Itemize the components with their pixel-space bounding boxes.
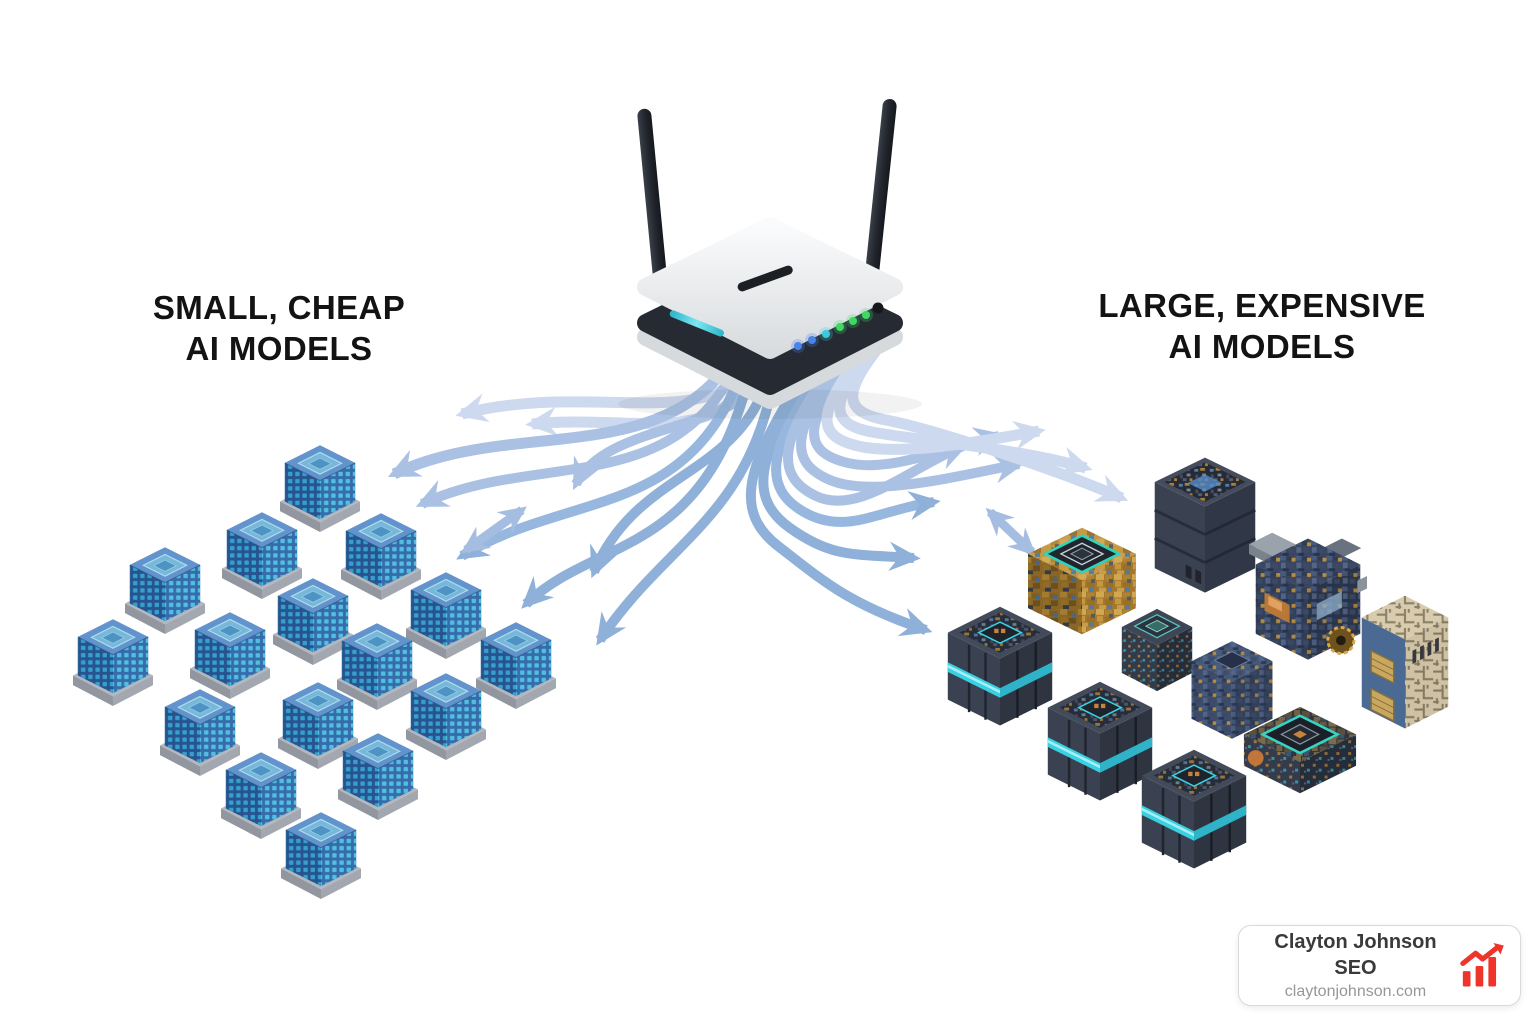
flow-arrow — [771, 373, 941, 527]
router-status-led — [862, 311, 870, 319]
routing-arrows-right — [745, 337, 1129, 637]
router-status-led — [794, 342, 802, 350]
flow-arrow — [834, 343, 1093, 476]
small-blue-model-cube — [73, 618, 153, 706]
flow-arrow — [783, 367, 970, 506]
flow-arrow-double — [985, 507, 1037, 557]
branding-card: Clayton Johnson SEO claytonjohnson.com — [1238, 925, 1521, 1006]
dark-mid-cube — [1190, 640, 1274, 740]
right-cluster-label: LARGE, EXPENSIVE AI MODELS — [1086, 285, 1438, 367]
flow-arrow-double — [461, 506, 527, 554]
flow-arrow — [595, 386, 777, 646]
flow-arrow — [521, 378, 753, 609]
router-status-led — [836, 323, 844, 331]
router-power-button — [872, 302, 884, 314]
branding-title: Clayton Johnson SEO — [1274, 931, 1437, 979]
flow-arrow — [847, 337, 1129, 504]
wifi-router — [618, 98, 922, 419]
flow-arrow — [796, 361, 1026, 492]
router-top — [637, 217, 903, 359]
router-status-led — [822, 330, 830, 338]
flow-arrow — [589, 382, 771, 579]
right-label-line2: AI MODELS — [1168, 328, 1356, 365]
router-antenna-right — [864, 98, 897, 284]
small-blue-model-cube — [280, 444, 360, 532]
small-blue-model-cube — [476, 621, 556, 709]
small-blue-model-cube — [160, 688, 240, 776]
flow-arrow — [745, 385, 933, 637]
flow-arrow — [387, 366, 729, 479]
small-blue-model-cube — [222, 511, 302, 599]
branding-url: claytonjohnson.com — [1284, 983, 1427, 1000]
right-label-line1: LARGE, EXPENSIVE — [1098, 287, 1426, 324]
router-slot — [737, 265, 793, 292]
left-cluster-label: SMALL, CHEAP AI MODELS — [118, 287, 440, 369]
small-blue-model-cube — [273, 577, 353, 665]
branding-text: Clayton Johnson SEO claytonjohnson.com — [1259, 929, 1452, 1002]
router-status-leds — [791, 308, 873, 353]
cyan-band-server — [1140, 748, 1248, 870]
beige-maze-tower — [1361, 594, 1449, 730]
tower-server — [1153, 456, 1257, 595]
router-status-led — [808, 336, 816, 344]
left-label-line2: AI MODELS — [185, 330, 373, 367]
growth-chart-icon — [1460, 942, 1504, 986]
small-blue-model-cube — [281, 811, 361, 899]
small-blue-model-cube — [125, 546, 205, 634]
router-led-strip — [669, 310, 724, 337]
small-blue-model-cube — [341, 512, 421, 600]
small-models-cluster — [73, 444, 556, 899]
small-blue-model-cube — [406, 571, 486, 659]
flow-arrow — [821, 349, 1046, 455]
small-blue-model-cube — [221, 751, 301, 839]
large-models-cluster — [946, 456, 1449, 870]
routing-arrows-left — [387, 366, 777, 646]
left-label-line1: SMALL, CHEAP — [152, 289, 406, 326]
complex-circuit-cube — [1249, 531, 1367, 662]
dark-mini-cube — [1121, 608, 1193, 692]
router-antenna-left — [637, 108, 668, 289]
cyan-band-server — [1046, 680, 1154, 802]
gold-mosaic-cube — [1026, 526, 1138, 636]
small-blue-model-cube — [406, 672, 486, 760]
flow-arrow — [758, 379, 921, 572]
small-blue-model-cube — [190, 611, 270, 699]
cyan-band-server — [946, 605, 1054, 727]
router-status-led — [849, 317, 857, 325]
